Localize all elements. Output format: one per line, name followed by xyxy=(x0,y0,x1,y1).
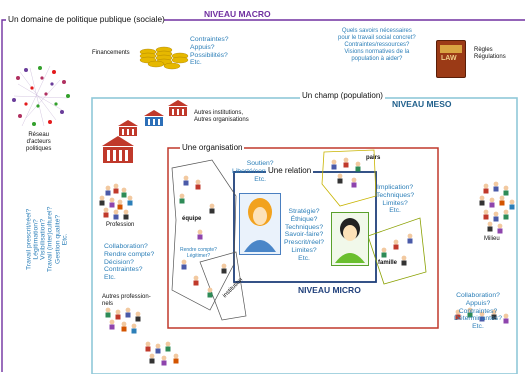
organisation-questions: Soutien? Liberté/contrainte? Etc. xyxy=(232,160,289,183)
reseau-network-graphic xyxy=(10,64,72,128)
autres-professionnels-label: Autres profession- nels xyxy=(102,294,151,307)
pairs-label: pairs xyxy=(366,155,381,161)
equipe-label: équipe xyxy=(182,216,202,222)
reseau-label: Réseau d'acteurs politiques xyxy=(26,132,52,152)
micro-title: NIVEAU MICRO xyxy=(298,285,361,295)
savoirs-questions: Quels savoirs nécessaires pour le travai… xyxy=(338,28,416,62)
micro-questions: Stratégie? Éthique? Techniques? Savoir-f… xyxy=(284,208,325,262)
rendre-compte-questions: Rendre compte? Légitimer? xyxy=(180,247,217,259)
profession-label: Profession xyxy=(106,222,135,228)
milieu-questions: Collaboration? Appuis? Contraintes? Déte… xyxy=(454,292,502,331)
financements-label: Financements xyxy=(92,50,130,56)
champ-label: Un champ (population) xyxy=(300,91,385,101)
law-book-spine xyxy=(440,45,462,53)
profession-questions: Collaboration? Rendre compte? Décision? … xyxy=(104,243,155,282)
famille-label: famille xyxy=(378,260,398,266)
organisation-label: Une organisation xyxy=(180,143,245,153)
macro-title: NIVEAU MACRO xyxy=(204,9,271,19)
milieu-label: Milieu xyxy=(484,236,500,242)
client-avatar xyxy=(331,212,369,266)
regles-label: Règles Régulations xyxy=(474,47,506,60)
worker-avatar xyxy=(239,193,281,255)
relation-label: Une relation xyxy=(266,166,314,176)
law-book-icon: LAW xyxy=(436,40,466,78)
institutions-label: Autres institutions, Autres organisation… xyxy=(194,110,249,123)
law-book-label: LAW xyxy=(441,55,457,62)
financements-questions: Contraintes? Appuis? Possibilités? Etc. xyxy=(190,36,229,67)
meso-title: NIVEAU MESO xyxy=(392,99,452,109)
implication-questions: Implication? Techniques? Limites? Etc. xyxy=(376,184,415,215)
macro-domain-label: Un domaine de politique publique (social… xyxy=(8,14,165,24)
